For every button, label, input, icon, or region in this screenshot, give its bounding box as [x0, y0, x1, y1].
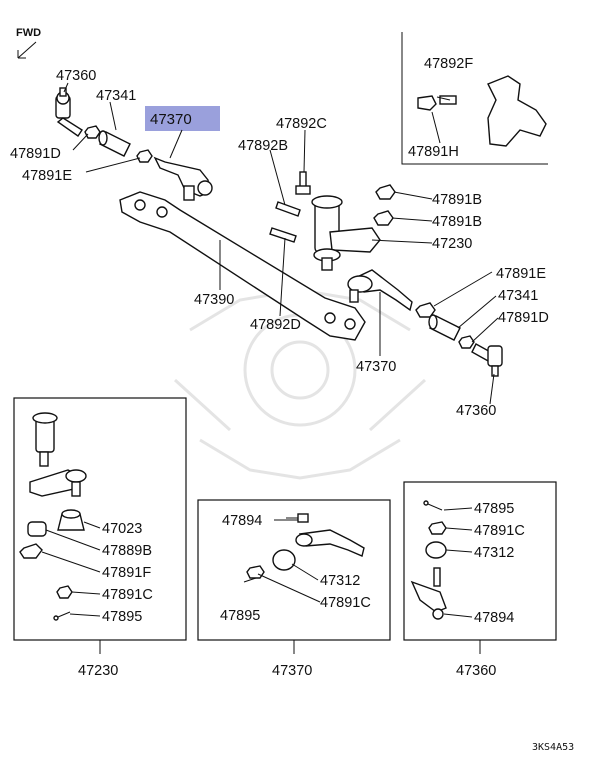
callout-47360-top: 47360	[56, 68, 96, 84]
detail-47230-item-0: 47023	[102, 521, 142, 537]
callout-47892D: 47892D	[250, 317, 301, 333]
tie-rod-arm-right	[347, 269, 413, 312]
nut-47891E-top	[136, 149, 153, 163]
callout-47341-top: 47341	[96, 88, 136, 104]
forward-direction-indicator: FWD	[16, 27, 41, 59]
detail-47230-item-4: 47895	[102, 609, 142, 625]
detail-47230-item-2: 47891F	[102, 565, 151, 581]
nut-47891D-right	[458, 335, 475, 349]
callout-47891B-lower: 47891B	[432, 214, 482, 230]
detail-47230-item-1: 47889B	[102, 543, 152, 559]
forward-label: FWD	[16, 27, 41, 39]
drawing-code: 3KS4A53	[532, 742, 574, 753]
center-link	[119, 191, 366, 341]
callout-47892B: 47892B	[238, 138, 288, 154]
callout-47390: 47390	[194, 292, 234, 308]
callout-47892C: 47892C	[276, 116, 327, 132]
callout-47891E-right: 47891E	[496, 266, 546, 282]
callout-47370-top: 47370	[150, 111, 192, 128]
callout-47360-right: 47360	[456, 403, 496, 419]
tie-rod-arm-top	[153, 156, 213, 201]
detail-47370-item-3: 47891C	[320, 595, 371, 611]
detail-box-title-47230: 47230	[78, 663, 118, 679]
callout-47341-right: 47341	[498, 288, 538, 304]
adjusting-tube-right	[428, 314, 461, 341]
callout-47892F: 47892F	[424, 56, 473, 72]
callout-47891E-top: 47891E	[22, 168, 72, 184]
detail-box-47370: 47894 47312 47895 47891C 47370	[197, 499, 391, 679]
detail-47360-item-3: 47894	[474, 610, 514, 626]
callout-47891B-upper: 47891B	[432, 192, 482, 208]
bolt-47892B	[275, 201, 301, 217]
detail-47370-item-2: 47895	[220, 608, 260, 624]
detail-47360-item-1: 47891C	[474, 523, 525, 539]
nut-47891B-lower	[373, 210, 394, 226]
detail-47370-item-0: 47894	[222, 513, 262, 529]
leader-lines	[63, 82, 499, 405]
detail-box-47230: 47023 47889B 47891F 47891C 47895 47230	[13, 397, 187, 679]
nut-47891B-upper	[375, 184, 396, 200]
detail-47230-item-3: 47891C	[102, 587, 153, 603]
detail-box-title-47360: 47360	[456, 663, 496, 679]
bolt-47892C	[295, 171, 311, 195]
tie-rod-end-top	[55, 87, 83, 137]
detail-47360-item-0: 47895	[474, 501, 514, 517]
tie-rod-end-right	[471, 343, 503, 377]
detail-box-47360: 47895 47891C 47312 47894 47360	[403, 481, 557, 679]
forward-arrow-icon	[17, 41, 37, 59]
detail-47370-item-1: 47312	[320, 573, 360, 589]
bolt-47892D	[269, 227, 297, 243]
callout-47230-main: 47230	[432, 236, 472, 252]
highlighted-part-box	[145, 106, 220, 131]
callout-47891D-right: 47891D	[498, 310, 549, 326]
callout-47891H: 47891H	[408, 144, 459, 160]
idler-arm-assembly	[311, 195, 381, 271]
detail-47360-item-2: 47312	[474, 545, 514, 561]
nut-47891D-top	[84, 125, 101, 139]
adjusting-tube-top	[98, 130, 131, 157]
detail-box-title-47370: 47370	[272, 663, 312, 679]
callout-47370-main: 47370	[356, 359, 396, 375]
callout-47891D-top: 47891D	[10, 146, 61, 162]
